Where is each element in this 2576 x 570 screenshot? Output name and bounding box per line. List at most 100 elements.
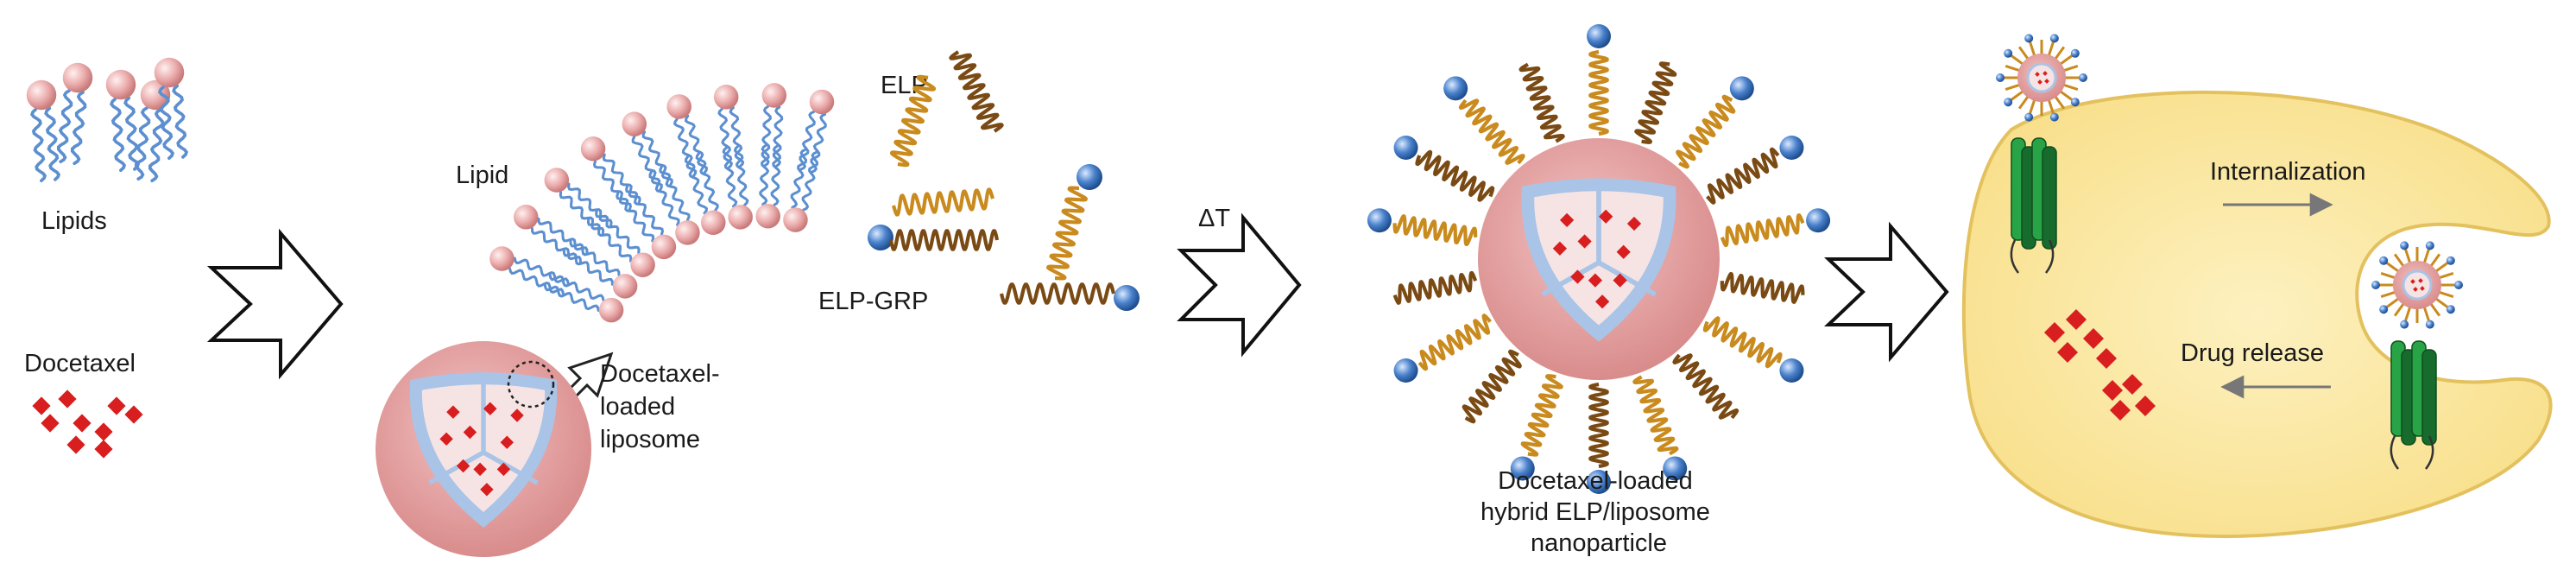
elp-grp-label: ELP-GRP [818, 288, 928, 315]
grp-sphere-icon [1393, 136, 1418, 160]
nanoparticle-small-icon [2371, 241, 2463, 329]
elp-coil-icon [1634, 61, 1677, 144]
lipid-bilayer-fan [489, 83, 835, 323]
lipid-label: Lipid [456, 162, 508, 189]
elp-coil-icon [1672, 353, 1739, 420]
grp-sphere-icon [1076, 164, 1102, 190]
elp-coil-icon [999, 282, 1116, 305]
elp-coil-icon [1392, 214, 1478, 246]
elp-coil-icon [1458, 98, 1525, 165]
lipid-molecule-icon [586, 210, 655, 277]
drug-cube-icon [483, 402, 497, 415]
lipid-molecule-icon [783, 148, 819, 232]
grp-sphere-icon [1806, 208, 1831, 233]
elp-coil-icon [1462, 349, 1522, 424]
grp-sphere-icon [1587, 24, 1611, 48]
elp-coil-icon [1520, 374, 1563, 457]
internalization-label: Internalization [2210, 158, 2366, 186]
drug-cube-icon [73, 414, 92, 433]
receptor-icon [2390, 340, 2437, 470]
drug-cube-icon [446, 405, 460, 419]
docetaxel-loaded-liposome [376, 341, 591, 557]
nanoparticle-caption: Docetaxel-loaded hybrid ELP/liposome nan… [1481, 467, 1717, 557]
grp-sphere-icon [1663, 456, 1688, 481]
drug-release-label: Drug release [2181, 339, 2324, 367]
elp-coil-icon [1702, 316, 1783, 369]
elp-coil-icon [1417, 314, 1492, 371]
lipid-molecule-icon [580, 136, 641, 211]
lipid-molecule-icon [722, 144, 753, 230]
elp-coil-icon [891, 187, 995, 217]
lipid-molecule-icon [562, 239, 638, 299]
docetaxel-cubes [32, 390, 143, 459]
lipid-molecule-icon [622, 111, 673, 192]
drug-cube-icon [107, 396, 126, 415]
delta-t-label: ΔT [1198, 205, 1230, 232]
grp-sphere-icon [1393, 358, 1418, 383]
lipid-molecule-icon [684, 151, 726, 236]
receptor-icon [2010, 137, 2057, 274]
process-arrow-icon [1823, 221, 1949, 363]
grp-sphere-icon [1779, 136, 1804, 160]
grp-sphere-icon [1587, 470, 1611, 494]
grp-sphere-icon [1729, 76, 1754, 101]
hybrid-elp-liposome-nanoparticle [1367, 24, 1831, 494]
lipid-molecule-icon [755, 143, 781, 229]
lipid-molecule-icon [543, 273, 624, 323]
elp-coil-icon [1706, 147, 1780, 205]
lipid-molecule-icon [616, 185, 677, 260]
drug-cube-icon [124, 405, 143, 424]
elp-coil-icon [1518, 62, 1565, 143]
elp-polymers [868, 50, 1140, 311]
grp-sphere-icon [1779, 358, 1804, 383]
lipid-molecule-icon [761, 83, 787, 168]
drug-cube-icon [510, 408, 524, 422]
lipid-molecule-icon [154, 57, 189, 161]
grp-sphere-icon [868, 225, 893, 250]
lipids-label: Lipids [41, 207, 107, 235]
elp-coil-icon [1676, 94, 1736, 169]
elp-coil-icon [1046, 186, 1088, 281]
lipid-molecule-icon [489, 246, 570, 295]
lipid-molecule-icon [713, 85, 745, 169]
drug-cube-icon [94, 422, 113, 441]
liposome-caption: Docetaxel- loaded liposome [600, 360, 727, 453]
elp-coil-icon [888, 229, 1000, 251]
lipid-molecule-icon [514, 205, 589, 264]
drug-cube-icon [496, 462, 511, 477]
drug-cube-icon [66, 435, 85, 454]
grp-sphere-icon [1443, 76, 1468, 101]
grp-sphere-icon [1510, 456, 1535, 481]
lipid-molecule-icon [799, 89, 835, 174]
lipid-molecule-icon [105, 69, 141, 173]
lipid-molecule-icon [648, 165, 700, 245]
lipid-molecule-icon [544, 168, 613, 236]
process-arrow-icon [1177, 212, 1302, 358]
elp-coil-icon [889, 74, 937, 168]
elp-coil-icon [1720, 213, 1805, 248]
lipid-molecule-icon [666, 94, 709, 178]
elp-coil-icon [1415, 149, 1495, 202]
grp-sphere-icon [1367, 208, 1392, 233]
lipid-molecule-icon [26, 79, 61, 183]
elp-coil-icon [1588, 382, 1609, 469]
drug-cube-icon [463, 425, 477, 440]
zoom-highlight [507, 360, 555, 408]
elp-coil-icon [949, 50, 1004, 133]
lipid-molecules-group [26, 57, 189, 183]
drug-cube-icon [32, 396, 51, 415]
drug-cube-icon [94, 440, 113, 459]
elp-coil-icon [1588, 49, 1609, 136]
lipid-molecule-icon [56, 62, 93, 166]
elp-coil-icon [1720, 272, 1805, 304]
drug-cube-icon [41, 414, 60, 433]
process-arrow-icon [206, 228, 344, 380]
lipid-molecule-icon [134, 79, 171, 183]
elp-coil-icon [1392, 270, 1478, 305]
grp-sphere-icon [1114, 285, 1140, 311]
drug-cube-icon [58, 390, 77, 408]
nanoparticle-small-icon [1996, 34, 2087, 122]
elp-coil-icon [1632, 375, 1679, 456]
docetaxel-label: Docetaxel [24, 350, 136, 377]
